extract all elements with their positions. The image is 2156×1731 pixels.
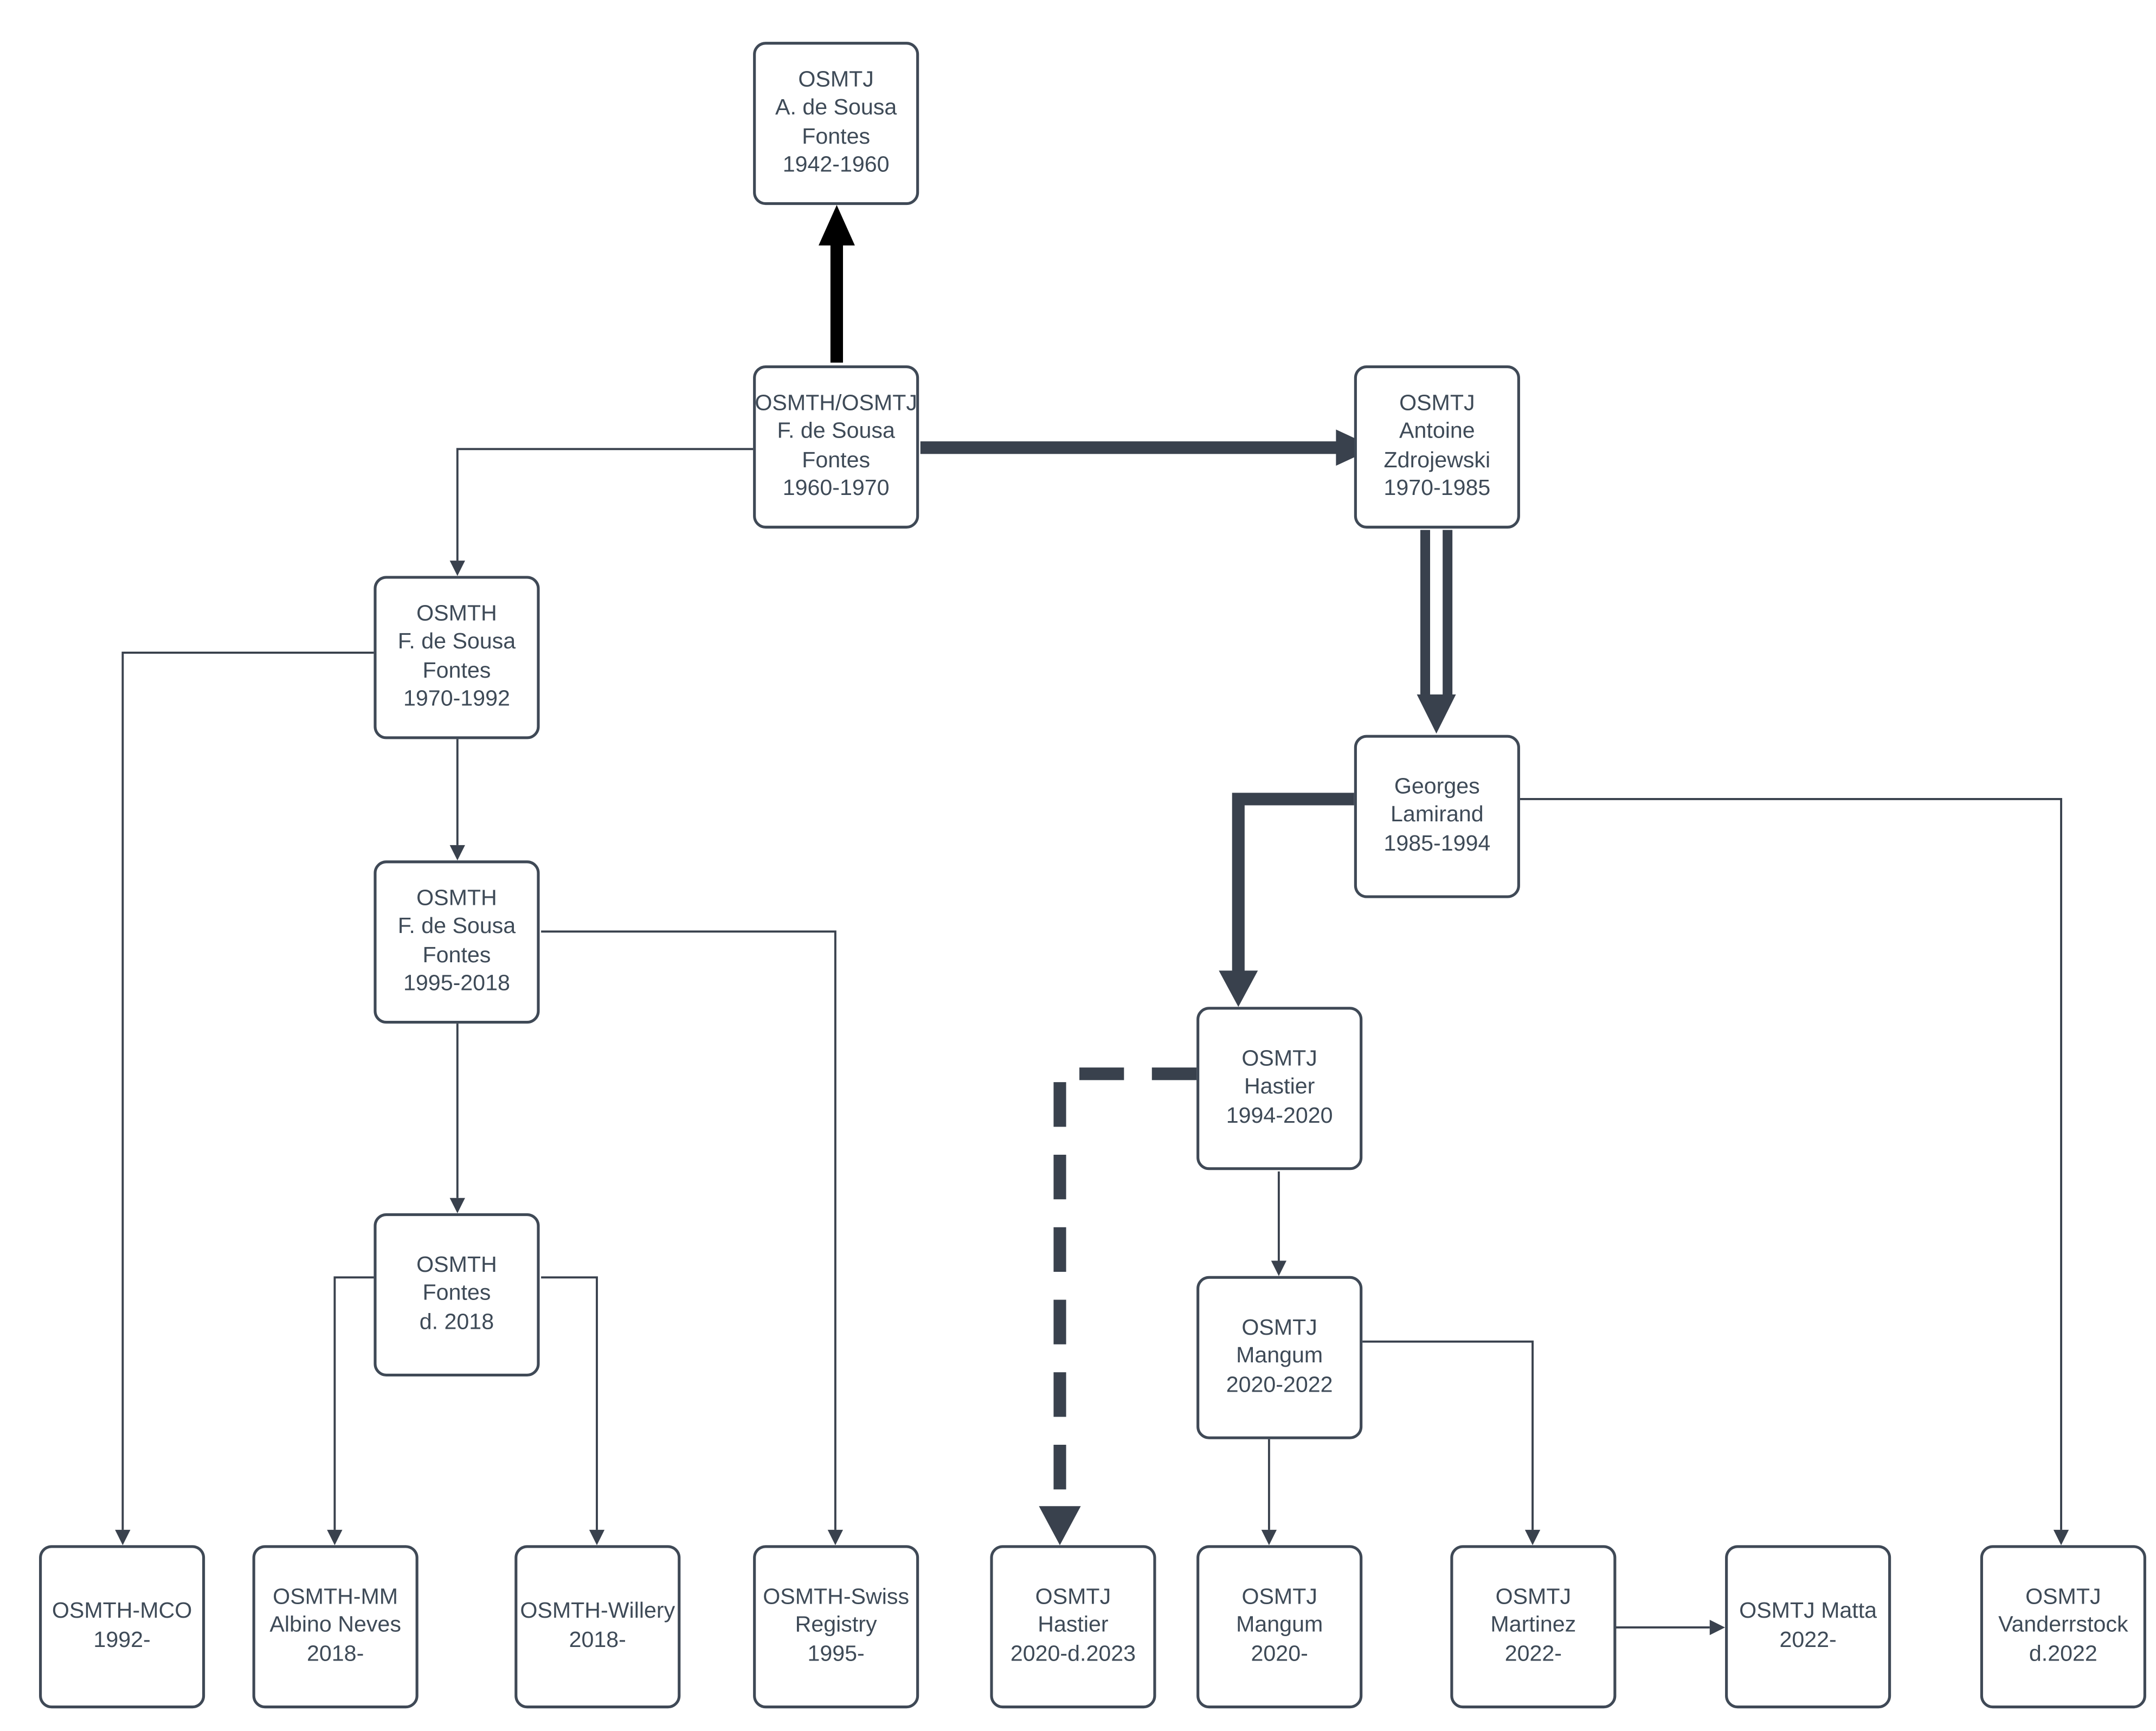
node-osmtj-vanderrstock: OSMTJ Vanderrstock d.2022 <box>1980 1545 2146 1709</box>
node-label: Georges Lamirand 1985-1994 <box>1383 775 1491 856</box>
edge-osmth1970-mco <box>115 651 374 1546</box>
node-label: OSMTH/OSMTJ F. de Sousa Fontes 1960-1970 <box>755 391 917 501</box>
node-osmth-willery: OSMTH-Willery 2018- <box>514 1545 681 1709</box>
node-osmtj-mangum-2020: OSMTJ Mangum 2020- <box>1196 1545 1363 1709</box>
node-osmth-f-de-sousa-fontes-1995: OSMTH F. de Sousa Fontes 1995-2018 <box>374 860 540 1024</box>
node-osmtj-matta: OSMTJ Matta 2022- <box>1725 1545 1891 1709</box>
edge-fontesd2018-willery <box>541 1276 605 1546</box>
node-label: OSMTJ Vanderrstock d.2022 <box>1998 1585 2128 1666</box>
node-label: OSMTJ Antoine Zdrojewski 1970-1985 <box>1383 391 1491 501</box>
edge-osmth1970-osmth1995 <box>449 739 465 861</box>
node-label: OSMTJ Mangum 2020-2022 <box>1226 1316 1333 1397</box>
edge-fsousa1960-zdrojewski <box>920 429 1375 466</box>
node-osmtj-martinez: OSMTJ Martinez 2022- <box>1450 1545 1617 1709</box>
node-osmth-swiss-registry: OSMTH-Swiss Registry 1995- <box>753 1545 919 1709</box>
edge-zdrojewski-lamirand <box>1417 530 1456 734</box>
edge-lamirand-hastier1994 <box>1219 793 1354 1007</box>
node-osmtj-mangum-2020-2022: OSMTJ Mangum 2020-2022 <box>1196 1276 1363 1439</box>
node-osmth-fontes-d2018: OSMTH Fontes d. 2018 <box>374 1213 540 1376</box>
node-label: OSMTJ A. de Sousa Fontes 1942-1960 <box>775 67 897 177</box>
node-label: OSMTH-Swiss Registry 1995- <box>763 1585 910 1666</box>
node-label: OSMTH Fontes d. 2018 <box>416 1253 497 1335</box>
node-label: OSMTJ Hastier 1994-2020 <box>1226 1047 1333 1128</box>
node-georges-lamirand: Georges Lamirand 1985-1994 <box>1354 735 1520 898</box>
node-label: OSMTH-MM Albino Neves 2018- <box>269 1585 401 1666</box>
node-label: OSMTH-MCO 1992- <box>52 1599 192 1652</box>
node-label: OSMTH-Willery 2018- <box>520 1599 675 1652</box>
node-osmtj-antoine-zdrojewski: OSMTJ Antoine Zdrojewski 1970-1985 <box>1354 365 1520 529</box>
edge-osmth1995-fontesd2018 <box>449 1024 465 1213</box>
node-osmth-mco: OSMTH-MCO 1992- <box>39 1545 205 1709</box>
edge-hastier1994-hastier2020 <box>1039 1067 1197 1546</box>
edge-mangum2022-mangum2020 <box>1261 1439 1277 1546</box>
node-label: OSMTJ Hastier 2020-d.2023 <box>1010 1585 1136 1666</box>
node-label: OSMTJ Martinez 2022- <box>1490 1585 1576 1666</box>
edge-fontesd2018-mm <box>327 1276 374 1546</box>
node-osmth-mm-albino-neves: OSMTH-MM Albino Neves 2018- <box>252 1545 419 1709</box>
node-osmtj-hastier-1994: OSMTJ Hastier 1994-2020 <box>1196 1007 1363 1170</box>
node-osmtj-a-de-sousa-fontes: OSMTJ A. de Sousa Fontes 1942-1960 <box>753 42 919 205</box>
edge-hastier1994-mangum2022 <box>1271 1171 1287 1276</box>
node-label: OSMTH F. de Sousa Fontes 1970-1992 <box>397 602 516 711</box>
edge-mangum2022-martinez <box>1362 1340 1541 1546</box>
node-label: OSMTJ Matta 2022- <box>1739 1599 1877 1652</box>
edge-lamirand-vanderrstock <box>1520 798 2069 1546</box>
edge-osmth1995-swiss <box>541 930 844 1546</box>
node-label: OSMTJ Mangum 2020- <box>1236 1585 1323 1666</box>
node-osmtj-hastier-2020: OSMTJ Hastier 2020-d.2023 <box>990 1545 1156 1709</box>
node-label: OSMTH F. de Sousa Fontes 1995-2018 <box>397 886 516 996</box>
node-osmth-f-de-sousa-fontes-1970: OSMTH F. de Sousa Fontes 1970-1992 <box>374 576 540 739</box>
edge-fsousa1960-osmth1970 <box>449 448 754 576</box>
edge-fsousa1960-sousa1942 <box>818 205 855 363</box>
node-osmth-osmtj-f-de-sousa-fontes: OSMTH/OSMTJ F. de Sousa Fontes 1960-1970 <box>753 365 919 529</box>
edge-martinez-matta <box>1614 1619 1726 1636</box>
